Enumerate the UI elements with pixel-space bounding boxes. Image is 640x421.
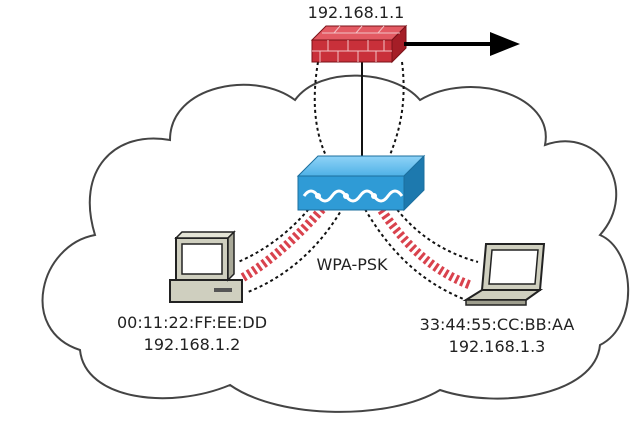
desktop-ip-label: 192.168.1.2: [144, 335, 241, 354]
desktop-mac-label: 00:11:22:FF:EE:DD: [117, 313, 267, 332]
desktop-computer-icon: [169, 230, 243, 303]
laptop-mac-label: 33:44:55:CC:BB:AA: [420, 315, 575, 334]
router-ip-label: 192.168.1.1: [308, 3, 405, 22]
firewall-ap-links: [313, 61, 405, 161]
security-label: WPA-PSK: [316, 255, 388, 274]
access-point-icon: [296, 154, 426, 212]
firewall-icon: [310, 24, 408, 64]
laptop-icon: [462, 243, 546, 306]
network-cloud: [41, 74, 630, 413]
internet-arrow: [404, 32, 520, 56]
laptop-ip-label: 192.168.1.3: [449, 337, 546, 356]
